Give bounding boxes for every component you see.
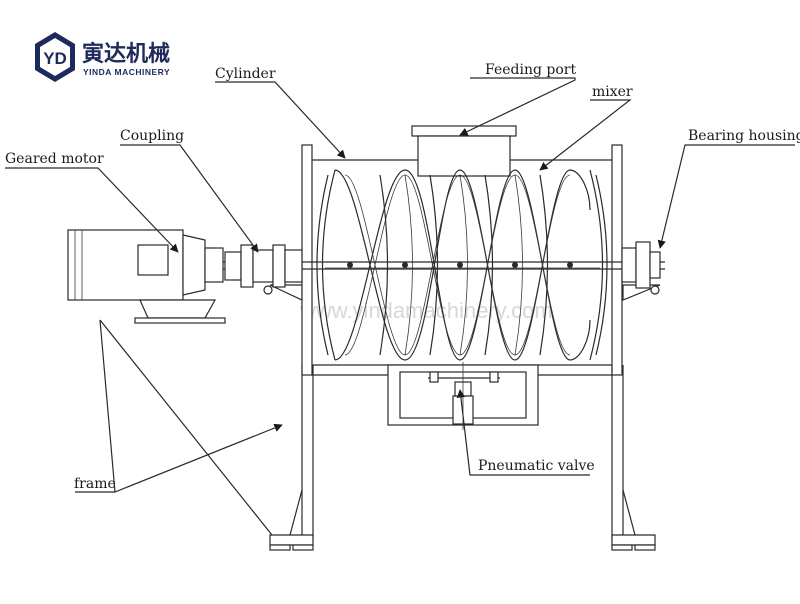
label-cylinder: Cylinder (215, 66, 276, 82)
logo: YD 寅达机械 YINDA MACHINERY (35, 32, 170, 82)
label-pneumatic-valve: Pneumatic valve (478, 458, 595, 474)
geared-motor (67, 229, 226, 324)
label-coupling: Coupling (120, 128, 184, 144)
mixer-ribbons (316, 169, 608, 361)
leader-lines (5, 77, 795, 536)
logo-english-text: YINDA MACHINERY (83, 67, 170, 77)
label-feeding-port: Feeding port (485, 62, 576, 78)
label-bearing-housing: Bearing housing (688, 128, 800, 144)
label-mixer: mixer (592, 84, 633, 100)
logo-chinese-text: 寅达机械 (82, 41, 170, 67)
label-geared-motor: Geared motor (5, 151, 104, 167)
coupling (224, 244, 303, 295)
frame (269, 284, 661, 551)
logo-hexagon-icon: YD (35, 32, 75, 82)
svg-text:YD: YD (43, 49, 67, 68)
label-frame: frame (74, 476, 116, 492)
bearing-housing (621, 241, 661, 295)
